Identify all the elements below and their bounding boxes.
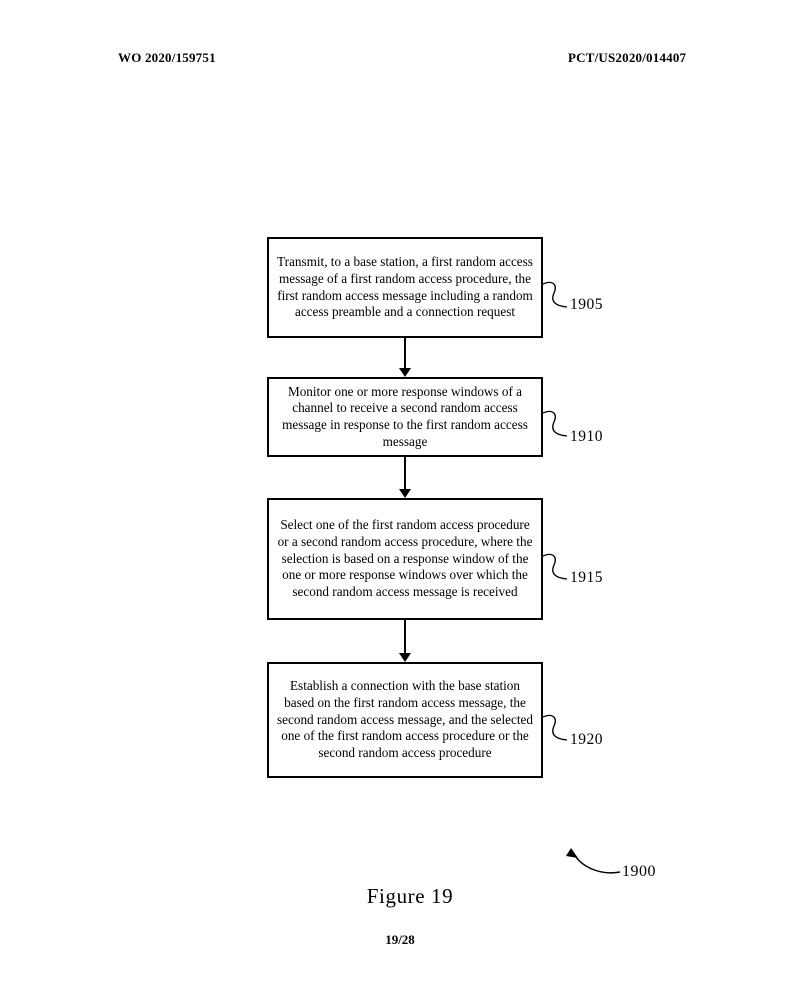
ref-label-1920: 1920	[570, 731, 603, 748]
leader-squiggle-1915	[542, 553, 568, 580]
down-arrow-icon	[399, 368, 411, 377]
flow-step-1910-text: Monitor one or more response windows of …	[282, 383, 528, 449]
figure-title: Figure 19	[366, 884, 454, 908]
down-arrow-icon	[399, 653, 411, 662]
down-arrow-icon	[399, 489, 411, 498]
leader-squiggle-1905	[542, 281, 568, 308]
leader-squiggle-1920	[542, 714, 568, 741]
ref-label-1905: 1905	[570, 296, 603, 313]
application-number: PCT/US2020/014407	[568, 50, 687, 65]
publication-number: WO 2020/159751	[118, 50, 216, 65]
up-left-arrowhead-icon	[566, 848, 578, 858]
ref-label-1910: 1910	[570, 428, 603, 445]
ref-label-1915: 1915	[570, 569, 603, 586]
flow-step-1915-text: Select one of the first random access pr…	[277, 517, 533, 599]
flow-step-1905: Transmit, to a base station, a first ran…	[267, 237, 543, 338]
flow-step-1920-text: Establish a connection with the base sta…	[277, 678, 533, 760]
flow-step-1905-text: Transmit, to a base station, a first ran…	[277, 254, 533, 320]
sheet-number: 19/28	[385, 932, 415, 947]
flow-connector-line-2	[404, 457, 406, 489]
flow-step-1920: Establish a connection with the base sta…	[267, 662, 543, 778]
flow-connector-line-1	[404, 337, 406, 368]
flow-connector-line-3	[404, 620, 406, 653]
ref-label-1900: 1900	[622, 863, 656, 880]
flow-step-1910: Monitor one or more response windows of …	[267, 377, 543, 457]
leader-squiggle-1910	[542, 410, 568, 437]
flow-step-1915: Select one of the first random access pr…	[267, 498, 543, 620]
figure-ref-curve-1900	[571, 850, 621, 874]
